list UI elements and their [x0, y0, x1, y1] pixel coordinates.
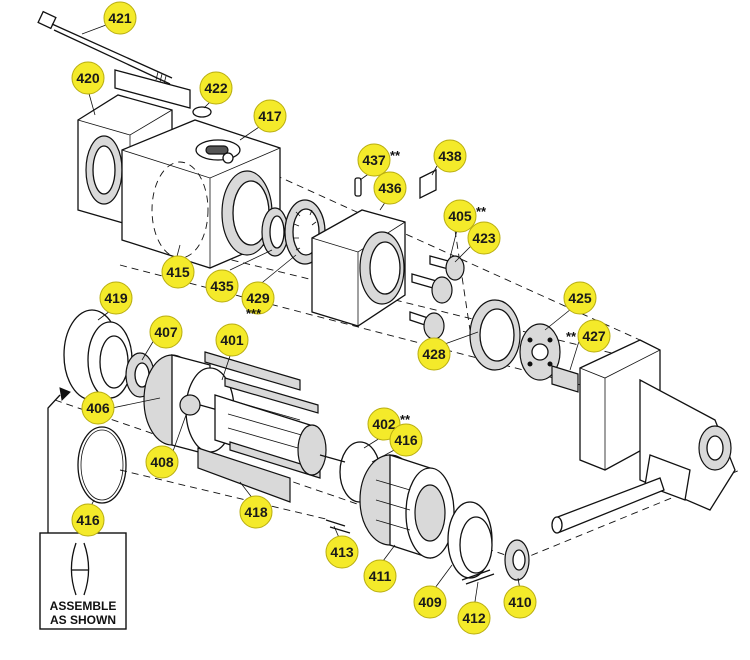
svg-text:401: 401 — [220, 332, 244, 348]
bearing-housing-411 — [359, 454, 455, 559]
shim-438 — [419, 168, 437, 200]
svg-text:409: 409 — [418, 594, 442, 610]
callout-415: 415 — [161, 255, 195, 289]
svg-text:406: 406 — [86, 400, 110, 416]
callout-423: 423 — [467, 221, 501, 255]
note-line-1: ASSEMBLE — [50, 599, 117, 613]
dowel-pin-437 — [354, 177, 362, 197]
svg-text:425: 425 — [568, 290, 592, 306]
pins-413 — [325, 519, 351, 534]
svg-text:420: 420 — [76, 70, 100, 86]
callout-411: 411 — [363, 559, 397, 593]
svg-text:429: 429 — [246, 290, 270, 306]
callout-416-left: 416 — [71, 503, 105, 537]
callout-427-prefix: ** — [566, 329, 577, 344]
callout-412: 412 — [457, 601, 491, 635]
svg-text:438: 438 — [438, 148, 462, 164]
gear-housing-436 — [311, 209, 406, 327]
svg-text:436: 436 — [378, 180, 402, 196]
bearing-ring-428 — [469, 299, 521, 371]
tie-rod-421 — [37, 10, 173, 85]
svg-text:412: 412 — [462, 610, 486, 626]
callout-429-suffix: *** — [246, 306, 262, 321]
seal-419 — [63, 309, 133, 401]
svg-text:405: 405 — [448, 208, 472, 224]
key-412 — [461, 569, 495, 585]
svg-text:421: 421 — [108, 10, 132, 26]
svg-text:416: 416 — [394, 432, 418, 448]
callout-402-suffix: ** — [400, 412, 411, 427]
svg-text:415: 415 — [166, 264, 190, 280]
coupling-427 — [551, 365, 579, 393]
callout-427: 427 — [577, 319, 611, 353]
svg-text:422: 422 — [204, 80, 228, 96]
callouts: 421 420 422 417 437 ** 438 436 405 ** 42… — [71, 1, 611, 635]
callout-425: 425 — [563, 281, 597, 315]
callout-408: 408 — [145, 445, 179, 479]
callout-420: 420 — [71, 61, 105, 95]
callout-437-suffix: ** — [390, 148, 401, 163]
svg-text:416: 416 — [76, 512, 100, 528]
seal-ring-435 — [261, 207, 289, 257]
bearing-plate-425 — [519, 323, 561, 381]
callout-436: 436 — [373, 171, 407, 205]
callout-406: 406 — [81, 391, 115, 425]
o-ring-422 — [192, 106, 212, 118]
svg-text:437: 437 — [362, 152, 386, 168]
retainer-409 — [447, 501, 493, 579]
o-ring-416-left — [77, 426, 127, 504]
rotor-401 — [197, 351, 346, 503]
svg-text:407: 407 — [154, 324, 178, 340]
callout-429: 429 — [241, 281, 275, 315]
callout-435: 435 — [205, 269, 239, 303]
svg-text:402: 402 — [372, 416, 396, 432]
callout-422: 422 — [199, 71, 233, 105]
callout-405-suffix: ** — [476, 204, 487, 219]
callout-413: 413 — [325, 535, 359, 569]
callout-409: 409 — [413, 585, 447, 619]
motor-housing — [551, 339, 736, 534]
svg-text:419: 419 — [104, 290, 128, 306]
svg-text:411: 411 — [369, 568, 392, 584]
svg-text:428: 428 — [422, 346, 446, 362]
callout-418: 418 — [239, 495, 273, 529]
center-housing-417 — [121, 119, 281, 269]
end-plate-406-408 — [143, 354, 235, 456]
callout-417: 417 — [253, 99, 287, 133]
callout-438: 438 — [433, 139, 467, 173]
callout-419: 419 — [99, 281, 133, 315]
bearing-410 — [504, 539, 530, 581]
assemble-note: ASSEMBLE AS SHOWN — [39, 387, 127, 630]
callout-407: 407 — [149, 315, 183, 349]
callout-401: 401 — [215, 323, 249, 357]
callout-437: 437 — [357, 143, 391, 177]
svg-text:413: 413 — [330, 544, 354, 560]
callout-416-right: 416 — [389, 423, 423, 457]
note-line-2: AS SHOWN — [50, 613, 116, 627]
gasket-strip — [114, 69, 191, 109]
svg-text:418: 418 — [244, 504, 268, 520]
callout-428: 428 — [417, 337, 451, 371]
svg-text:427: 427 — [582, 328, 606, 344]
callout-405: 405 — [443, 199, 477, 233]
shaft-gear-405-423 — [409, 255, 465, 340]
svg-text:410: 410 — [508, 594, 532, 610]
svg-text:423: 423 — [472, 230, 496, 246]
svg-text:408: 408 — [150, 454, 174, 470]
callout-410: 410 — [503, 585, 537, 619]
svg-text:435: 435 — [210, 278, 234, 294]
svg-text:417: 417 — [258, 108, 282, 124]
callout-421: 421 — [103, 1, 137, 35]
